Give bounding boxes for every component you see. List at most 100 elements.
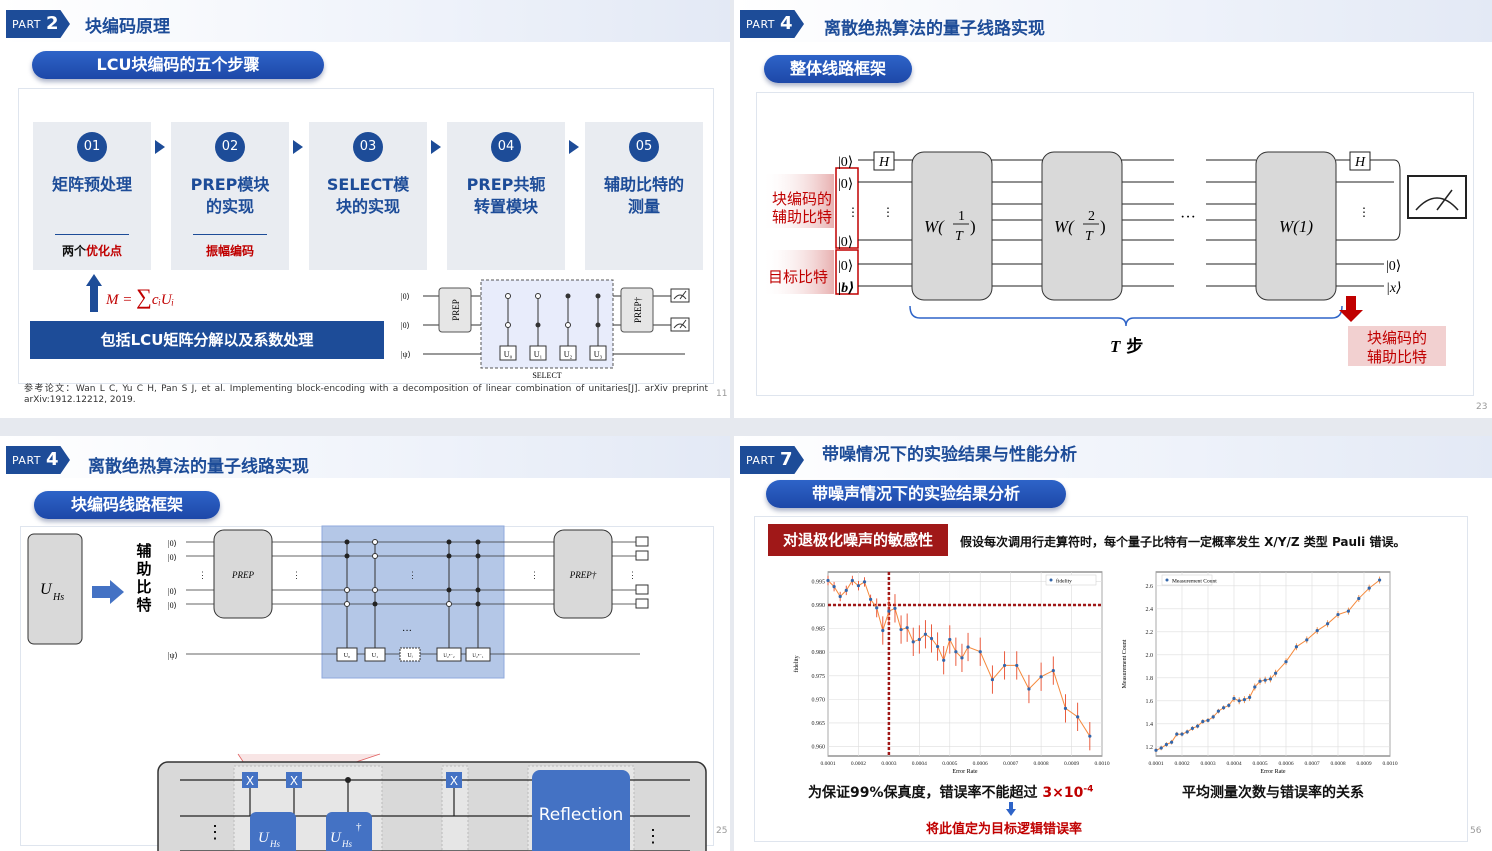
slide-block-encoding-principle: PART 2 块编码原理 LCU块编码的五个步骤 01 矩阵预处理 两个优化点 …	[0, 0, 730, 418]
data-point	[1227, 703, 1231, 707]
reflection-block	[532, 770, 630, 851]
data-point	[1232, 696, 1236, 701]
data-point	[1263, 678, 1267, 682]
x-gate-label: X	[450, 774, 458, 788]
dagger: †	[356, 821, 362, 833]
data-point	[1154, 748, 1158, 752]
slide-header: PART 7 带噪情况下的实验结果与性能分析	[734, 436, 1492, 478]
data-point	[923, 632, 928, 636]
step-number: 04	[491, 132, 521, 162]
x-tick-label: 0.0002	[1174, 761, 1189, 767]
x-tick-label: 0.0010	[1094, 761, 1109, 767]
step-text: 矩阵预处理	[33, 174, 151, 196]
zoom-u1: U	[258, 830, 270, 846]
select-label: SELECT	[532, 371, 561, 380]
ket-label: |0⟩	[838, 259, 853, 274]
y-tick-label: 1.6	[1146, 699, 1154, 705]
x-tick-label: 0.0003	[1200, 761, 1215, 767]
step-card-5: 05 辅助比特的测量	[585, 122, 703, 270]
slide-header: PART 4 离散绝热算法的量子线路实现	[0, 436, 730, 478]
data-point	[1211, 715, 1215, 719]
y-tick-label: 0.985	[812, 627, 826, 633]
formula-sum: ∑	[136, 284, 152, 309]
data-point	[1159, 746, 1163, 750]
meter-icon	[1407, 175, 1467, 219]
data-point	[1180, 732, 1184, 736]
ket-label: |0⟩	[838, 177, 853, 192]
part-number: 2	[46, 13, 59, 34]
slide-title: 块编码原理	[85, 17, 170, 37]
u-gate	[529, 345, 547, 361]
data-point	[948, 637, 952, 642]
data-point	[1268, 677, 1272, 681]
step-text: 辅助比特的测量	[585, 174, 703, 218]
data-point	[838, 594, 842, 599]
data-point	[1002, 663, 1007, 668]
arrow-right-icon	[431, 140, 441, 154]
legend-box	[1045, 574, 1097, 586]
uhs-sub: Hs	[52, 592, 64, 603]
formula-rhs: cᵢUᵢ	[151, 292, 175, 308]
series-line	[827, 579, 1091, 737]
vdots: ⋮	[882, 205, 894, 219]
lcu-summary-text: 包括LCU矩阵分解以及系数处理	[100, 331, 314, 349]
data-point	[1164, 742, 1168, 747]
x-tick-label: 0.0006	[973, 761, 988, 767]
part-label: PART	[746, 18, 776, 31]
label-ancilla-r2: 辅助比特	[1367, 348, 1427, 366]
step-sub-a: 两个	[61, 244, 86, 258]
data-point	[899, 627, 903, 632]
zoom-u2-sub: Hs	[341, 839, 352, 849]
h-gate	[873, 151, 895, 171]
step-sub-b: 振幅编码	[205, 244, 254, 258]
data-point	[1063, 706, 1068, 710]
data-point	[1315, 629, 1319, 633]
label-ancilla-l1: 块编码的	[772, 190, 832, 208]
x-tick-label: 0.0005	[942, 761, 957, 767]
slide-header: PART 4 离散绝热算法的量子线路实现	[734, 0, 1492, 42]
ket-label: |0⟩	[168, 587, 177, 596]
assumption-text: 假设每次调用行走算符时，每个量子比特有一定概率发生 X/Y/Z 类型 Pauli…	[960, 535, 1406, 549]
step-line-2: 转置模块	[473, 197, 538, 216]
ket-label: |0⟩	[838, 155, 853, 170]
step-number: 03	[353, 132, 383, 162]
step-line-1: PREP模块	[190, 175, 270, 194]
y-tick-label: 1.8	[1146, 676, 1154, 682]
x-gate	[286, 772, 302, 788]
part-number: 4	[780, 13, 793, 34]
step-line-1: 辅助比特的	[603, 175, 684, 194]
w-label: W(1)	[1279, 217, 1313, 236]
data-point	[1027, 687, 1031, 691]
ket-label: |0⟩	[838, 235, 853, 250]
x-tick-label: 0.0009	[1356, 761, 1371, 767]
ket-label: |ψ⟩	[401, 350, 411, 359]
x-gate	[446, 772, 462, 788]
uhs-main: U	[40, 581, 53, 598]
step-line-1: SELECT模	[326, 175, 410, 194]
step-text: SELECT模块的实现	[309, 174, 427, 218]
data-point	[893, 606, 897, 610]
uhs-block	[27, 533, 83, 645]
caption-left-note: 将此值定为目标逻辑错误率	[926, 822, 1083, 837]
data-point	[917, 637, 921, 642]
step-text: PREP共轭转置模块	[447, 174, 565, 218]
data-point	[966, 645, 970, 649]
vdots: ⋮	[408, 570, 417, 580]
y-axis-label: fidelity	[793, 655, 800, 672]
y-tick-label: 0.975	[812, 674, 826, 680]
u-label: U₂	[564, 350, 573, 359]
page-number: 25	[716, 826, 728, 836]
caption-right: 平均测量次数与错误率的关系	[1182, 785, 1364, 801]
h-gate-label: H	[1354, 155, 1366, 170]
data-point	[1357, 596, 1361, 601]
data-point	[1170, 740, 1174, 744]
t-steps-label: T 步	[1110, 336, 1143, 357]
y-tick-label: 0.995	[812, 579, 826, 585]
w-block-1	[911, 151, 993, 301]
data-point	[942, 658, 946, 662]
data-point	[1206, 718, 1210, 722]
data-point	[887, 609, 891, 613]
h-dots: ···	[1180, 209, 1196, 226]
step-card-2: 02 PREP模块的实现 振幅编码	[171, 122, 289, 270]
